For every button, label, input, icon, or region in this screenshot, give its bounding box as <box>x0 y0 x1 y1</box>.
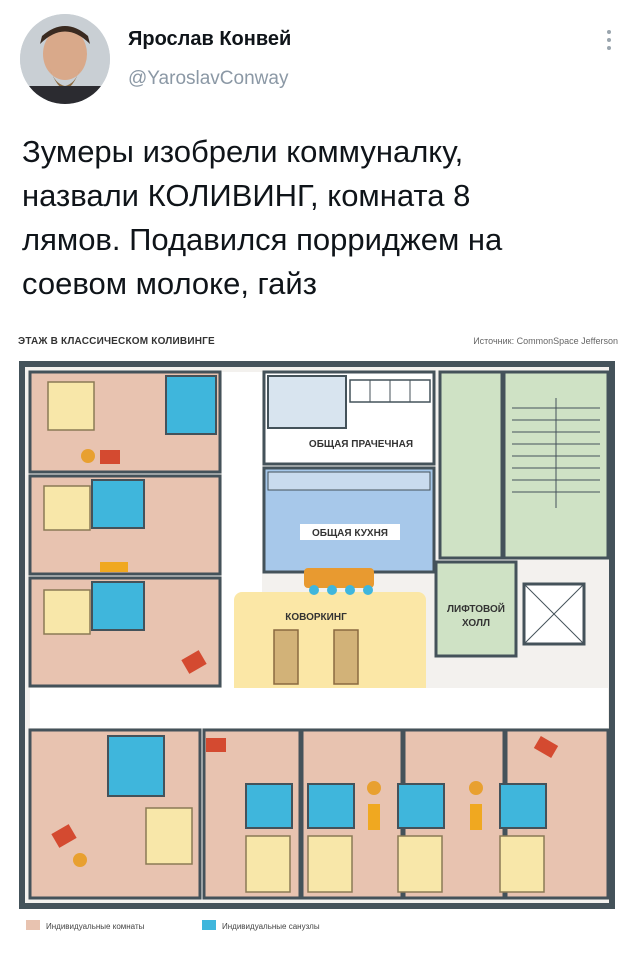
tweet-header: Ярослав Конвей @YaroslavConway <box>0 0 636 110</box>
avatar[interactable] <box>20 14 110 104</box>
chair <box>100 450 120 464</box>
floor-plan-image[interactable]: ЭТАЖ В КЛАССИЧЕСКОМ КОЛИВИНГЕ Источник: … <box>16 336 620 942</box>
author-name[interactable]: Ярослав Конвей <box>128 28 292 50</box>
coworking-table <box>333 629 359 685</box>
legend-rooms: Индивидуальные комнаты <box>46 922 145 931</box>
coworking-label: КОВОРКИНГ <box>285 612 347 623</box>
plan-source: Источник: CommonSpace Jefferson <box>473 336 618 346</box>
floor-plan-drawing: ОБЩАЯ ПРАЧЕЧНАЯ ОБЩАЯ КУХНЯ КОВОРКИНГ <box>19 361 615 931</box>
bathroom <box>91 479 145 529</box>
main-corridor <box>30 688 608 728</box>
bed <box>43 485 91 531</box>
bathroom <box>91 581 145 631</box>
elevator-hall-label-1: ЛИФТОВОЙ <box>447 602 505 615</box>
bed <box>43 589 91 635</box>
legend-swatch-rooms <box>26 920 40 930</box>
elevator-hall <box>434 560 518 658</box>
tweet-text: Зумеры изобрели коммуналку, назвали КОЛИ… <box>22 134 503 301</box>
avatar-photo-icon <box>20 14 110 104</box>
stair-shaft <box>438 370 504 560</box>
legend-swatch-baths <box>202 920 216 930</box>
legend-baths: Индивидуальные санузлы <box>222 922 320 931</box>
laundry-label: ОБЩАЯ ПРАЧЕЧНАЯ <box>309 439 413 450</box>
elevator-hall-label-2: ХОЛЛ <box>462 618 490 629</box>
bathroom <box>165 375 217 435</box>
bed <box>47 381 95 431</box>
kitchen-label: ОБЩАЯ КУХНЯ <box>312 528 388 539</box>
more-vertical-icon[interactable] <box>604 30 614 52</box>
author-handle[interactable]: @YaroslavConway <box>128 68 289 89</box>
chair <box>181 650 207 674</box>
plan-title: ЭТАЖ В КЛАССИЧЕСКОМ КОЛИВИНГЕ <box>18 336 215 347</box>
coworking-table <box>273 629 299 685</box>
table <box>81 449 95 463</box>
desk <box>100 562 128 572</box>
